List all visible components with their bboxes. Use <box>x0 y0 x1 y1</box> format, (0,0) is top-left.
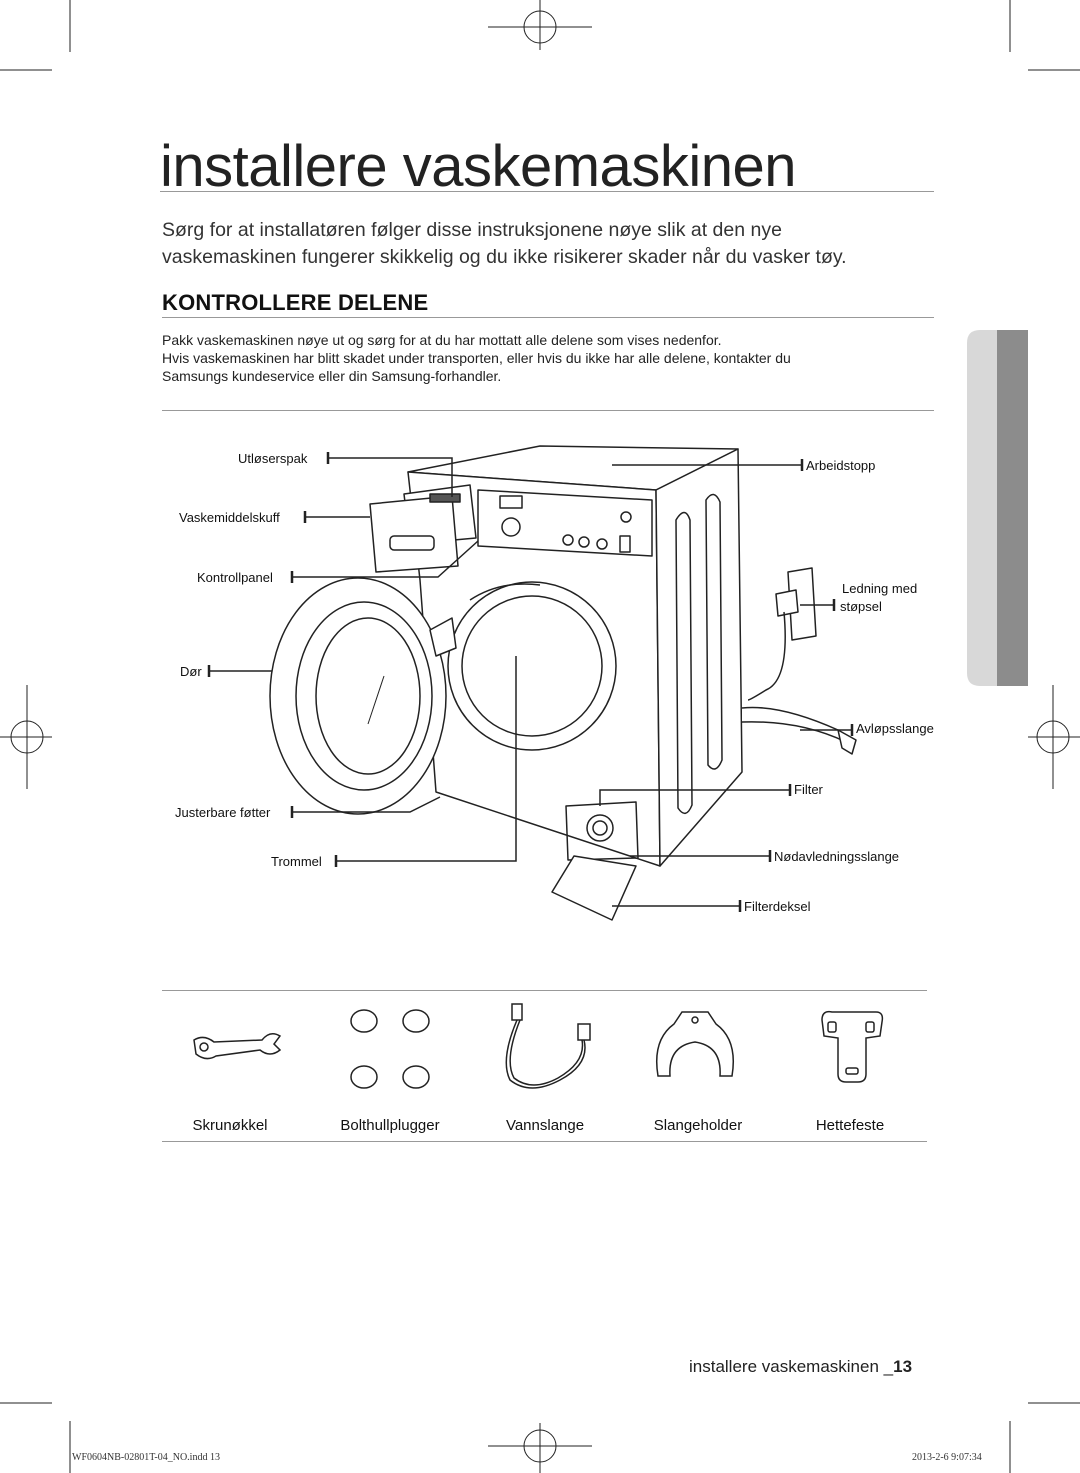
page-title: installere vaskemaskinen <box>160 134 796 199</box>
label-ledning-line2: støpsel <box>840 599 882 614</box>
diagram-top-rule <box>162 410 934 411</box>
hose-holder-icon <box>656 1011 734 1077</box>
print-file-name: WF0604NB-02801T-04_NO.indd 13 <box>72 1452 220 1463</box>
label-kontrollpanel: Kontrollpanel <box>197 570 273 585</box>
section-heading: KONTROLLERE DELENE <box>162 290 429 315</box>
bolt-hole-plug-icon <box>350 1009 430 1089</box>
label-arbeidstopp: Arbeidstopp <box>806 458 876 473</box>
registration-mark-left <box>0 685 52 789</box>
label-utloserspak: Utløserspak <box>238 451 308 466</box>
label-avlopsslange: Avløpsslange <box>856 721 934 736</box>
body-line-1: Pakk vaskemaskinen nøye ut og sørg for a… <box>162 332 722 348</box>
washing-machine-illustration <box>269 445 857 921</box>
registration-mark-bottom <box>488 1423 592 1473</box>
body-line-2: Hvis vaskemaskinen har blitt skadet unde… <box>162 350 791 366</box>
intro-line-1: Sørg for at installatøren følger disse i… <box>162 219 782 241</box>
accessory-name-slangeholder: Slangeholder <box>653 1117 743 1134</box>
leader-end-ticks <box>207 452 854 912</box>
footer-text: installere vaskemaskinen _ <box>689 1357 894 1376</box>
accessory-name-hettefeste: Hettefeste <box>815 1117 885 1134</box>
chapter-tab <box>967 330 1028 686</box>
label-justerbare-fotter: Justerbare føtter <box>175 805 271 820</box>
title-rule <box>160 191 934 192</box>
accessory-name-bolthullplugger: Bolthullplugger <box>340 1117 440 1134</box>
registration-mark-top <box>488 0 592 50</box>
registration-mark-right <box>1028 685 1080 789</box>
water-hose-icon <box>505 1003 591 1089</box>
label-trommel: Trommel <box>271 854 322 869</box>
label-vaskemiddelskuff: Vaskemiddelskuff <box>179 510 280 525</box>
label-dor: Dør <box>180 664 202 679</box>
page-footer: installere vaskemaskinen _13 <box>689 1357 912 1377</box>
label-nodavledningsslange: Nødavledningsslange <box>774 849 900 864</box>
print-timestamp: 2013-2-6 9:07:34 <box>912 1452 982 1463</box>
accessory-name-vannslange: Vannslange <box>505 1117 585 1134</box>
body-line-3: Samsungs kundeservice eller din Samsung-… <box>162 368 502 384</box>
label-ledning-line1: Ledning med <box>842 581 918 596</box>
accessory-name-skrunokkel: Skrunøkkel <box>192 1117 268 1134</box>
leader-lines <box>209 457 852 907</box>
accessories-top-rule <box>162 990 927 991</box>
label-filterdeksel: Filterdeksel <box>744 899 811 914</box>
accessories-bottom-rule <box>162 1141 927 1142</box>
label-filter: Filter <box>794 782 823 797</box>
intro-line-2: vaskemaskinen fungerer skikkelig og du i… <box>162 246 847 268</box>
cap-fixer-icon <box>821 1010 884 1083</box>
section-rule <box>162 317 934 318</box>
page-number: 13 <box>893 1357 913 1376</box>
wrench-icon <box>193 1033 282 1060</box>
